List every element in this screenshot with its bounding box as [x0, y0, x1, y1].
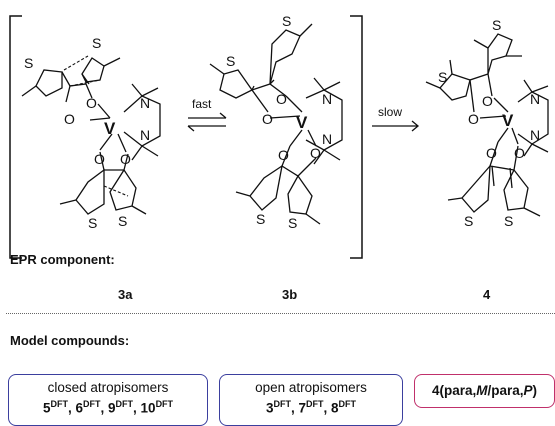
- s2-sulfur-lower-left: S: [256, 211, 265, 227]
- s3-sulfur-upper-right: S: [492, 17, 501, 33]
- s3-oxygen-c: O: [486, 145, 497, 161]
- s1-oxygen-d: O: [120, 151, 131, 167]
- s2-oxygen-d: O: [310, 145, 321, 161]
- s3-nitrogen-a: N: [530, 91, 540, 107]
- closed-atropisomers-compounds: 5DFT, 6DFT, 9DFT, 10DFT: [42, 399, 174, 416]
- structure-product-4: S S S S O O O O N N V: [425, 17, 549, 229]
- reaction-scheme: S S S S O O O O N N V fast S S S: [9, 13, 549, 259]
- open-atropisomers-title: open atropisomers: [255, 380, 367, 395]
- open-atropisomers-compounds: 3DFT, 7DFT, 8DFT: [265, 399, 357, 416]
- epr-label-3b: 3b: [282, 287, 298, 302]
- structure-closed-atropisomer: S S S S O O O O N N V: [21, 35, 161, 231]
- s1-vanadium: V: [104, 119, 116, 138]
- open-atropisomers-box: open atropisomers 3DFT, 7DFT, 8DFT: [219, 374, 403, 426]
- s3-sulfur-lower-left: S: [464, 213, 473, 229]
- s2-sulfur-lower-right: S: [288, 215, 297, 231]
- s2-oxygen-c: O: [278, 147, 289, 163]
- right-bracket: [350, 15, 363, 259]
- s1-sulfur-upper-left: S: [24, 55, 33, 71]
- closed-atropisomers-title: closed atropisomers: [47, 380, 169, 395]
- s3-sulfur-lower-right: S: [504, 213, 513, 229]
- s1-sulfur-lower-left: S: [88, 215, 97, 231]
- s3-oxygen-b: O: [468, 111, 479, 127]
- slow-label: slow: [378, 105, 402, 119]
- structure-open-atropisomer: S S S S O O O O N N V: [209, 13, 343, 231]
- s1-oxygen-a: O: [86, 95, 97, 111]
- product-model-label: 4(para,M/para,P): [431, 383, 538, 398]
- s2-sulfur-upper-right: S: [282, 13, 291, 29]
- s1-nitrogen-a: N: [140, 95, 150, 111]
- s3-sulfur-upper-left: S: [438, 69, 447, 85]
- slow-arrow: slow: [372, 105, 420, 132]
- left-bracket: [9, 15, 22, 259]
- s2-nitrogen-a: N: [322, 91, 332, 107]
- s1-oxygen-c: O: [94, 151, 105, 167]
- equilibrium-arrows: fast: [187, 97, 227, 132]
- s2-oxygen-b: O: [262, 111, 273, 127]
- s3-oxygen-d: O: [514, 145, 525, 161]
- s3-vanadium: V: [502, 111, 514, 130]
- closed-atropisomers-box: closed atropisomers 5DFT, 6DFT, 9DFT, 10…: [8, 374, 208, 426]
- s1-sulfur-upper-right: S: [92, 35, 101, 51]
- section-divider: [6, 313, 555, 314]
- epr-label-4: 4: [483, 287, 491, 302]
- s2-sulfur-upper-left: S: [226, 53, 235, 69]
- s2-nitrogen-b: N: [322, 131, 332, 147]
- product-model-box: 4(para,M/para,P): [414, 374, 555, 408]
- s2-vanadium: V: [296, 113, 308, 132]
- s1-sulfur-lower-right: S: [118, 213, 127, 229]
- epr-heading: EPR component:: [10, 252, 115, 267]
- s3-nitrogen-b: N: [530, 127, 540, 143]
- models-heading: Model compounds:: [10, 333, 130, 348]
- s1-oxygen-b: O: [64, 111, 75, 127]
- s1-nitrogen-b: N: [140, 127, 150, 143]
- fast-label: fast: [192, 97, 212, 111]
- epr-label-3a: 3a: [118, 287, 133, 302]
- s3-oxygen-a: O: [482, 93, 493, 109]
- s2-oxygen-a: O: [276, 91, 287, 107]
